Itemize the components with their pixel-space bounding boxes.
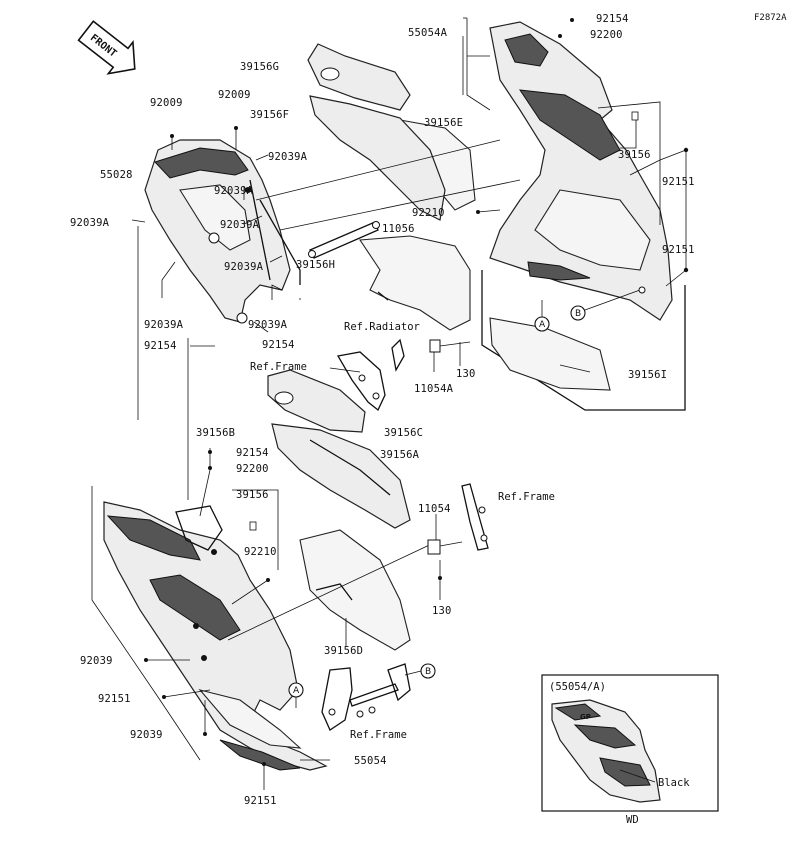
inset-color-label: Black: [658, 777, 690, 789]
label-92154-mid: 92154: [262, 339, 295, 351]
label-92039a-1: 92039A: [268, 151, 308, 163]
inset-title: (55054/A): [549, 681, 606, 693]
label-39156d: 39156D: [324, 645, 363, 657]
label-92200-low: 92200: [236, 463, 269, 475]
label-39156-low: 39156: [236, 489, 269, 501]
label-92151-right2: 92151: [662, 244, 695, 256]
label-39156g: 39156G: [240, 61, 279, 73]
inset-panel: (55054/A) GP Black WD: [541, 674, 719, 826]
label-39156-right: 39156: [618, 149, 651, 161]
figure-code: F2872A: [754, 13, 787, 23]
svg-text:A: A: [539, 320, 546, 330]
svg-text:A: A: [293, 686, 300, 696]
callout-b-lower: B: [404, 663, 436, 679]
label-39156a: 39156A: [380, 449, 420, 461]
mounting-hardware-upper: [329, 338, 471, 412]
label-55028: 55028: [100, 169, 133, 181]
label-11054: 11054: [418, 503, 451, 515]
panel-39156d: [299, 529, 411, 651]
label-39156b: 39156B: [196, 427, 235, 439]
label-39156h: 39156H: [296, 259, 335, 271]
label-ref-frame-3: Ref.Frame: [350, 729, 407, 741]
callout-a-lower: A: [288, 682, 304, 708]
cowl-stripe-upper: [518, 89, 621, 161]
part-labels: 55054A 92154 92200 39156G 39156F 39156E …: [70, 13, 695, 807]
label-92039a-2: 92039A: [70, 217, 110, 229]
label-92200-top: 92200: [590, 29, 623, 41]
label-92039-1: 92039: [80, 655, 113, 667]
label-92210-top: 92210: [412, 207, 445, 219]
lower-cowl-stripe: [106, 515, 201, 561]
label-92154-left: 92154: [144, 340, 177, 352]
label-92154-low: 92154: [236, 447, 269, 459]
panel-39156i: [489, 317, 611, 391]
label-92039a-7: 92039A: [248, 319, 288, 331]
label-ref-radiator: Ref.Radiator: [344, 321, 420, 333]
label-130-low: 130: [432, 605, 452, 617]
callout-b-upper: B: [570, 286, 646, 321]
inset-variant: WD: [626, 814, 639, 826]
label-ref-frame-1: Ref.Frame: [250, 361, 307, 373]
label-92154-top: 92154: [596, 13, 629, 25]
front-arrow-icon: FRONT: [77, 20, 136, 75]
label-92039a-5: 92039A: [224, 261, 264, 273]
label-92009-b: 92009: [218, 89, 251, 101]
label-39156c: 39156C: [384, 427, 423, 439]
label-11054a: 11054A: [414, 383, 454, 395]
label-39156i: 39156I: [628, 369, 667, 381]
mounting-hardware-lower: [321, 483, 489, 731]
svg-text:B: B: [425, 667, 431, 677]
inner-cowl-assembly: [131, 126, 521, 500]
panel-39156a: [271, 423, 411, 529]
label-92151-right1: 92151: [662, 176, 695, 188]
label-39156e: 39156E: [424, 117, 463, 129]
lower-cowl-assembly: [91, 448, 441, 790]
svg-text:B: B: [575, 309, 581, 319]
label-92009-a: 92009: [150, 97, 183, 109]
label-39156f: 39156F: [250, 109, 289, 121]
label-92039a-3: 92039A: [214, 185, 254, 197]
panel-39156h: [359, 235, 471, 331]
label-92151-low2: 92151: [244, 795, 277, 807]
inner-panels-upper: [307, 43, 611, 391]
label-ref-frame-2: Ref.Frame: [498, 491, 555, 503]
label-55054a: 55054A: [408, 27, 448, 39]
inset-decal-icon: GP: [580, 713, 591, 721]
label-11056: 11056: [382, 223, 415, 235]
panel-39156c: [267, 369, 366, 433]
label-55054: 55054: [354, 755, 387, 767]
inner-panels-lower: [267, 369, 411, 651]
label-92039a-6: 92039A: [144, 319, 184, 331]
panel-39156g: [307, 43, 411, 111]
panel-39156f: [309, 95, 446, 221]
label-130-top: 130: [456, 368, 476, 380]
label-92151-low1: 92151: [98, 693, 131, 705]
callout-a-upper: A: [534, 300, 550, 332]
label-92039a-4: 92039A: [220, 219, 260, 231]
label-92210-low: 92210: [244, 546, 277, 558]
label-92039-2: 92039: [130, 729, 163, 741]
